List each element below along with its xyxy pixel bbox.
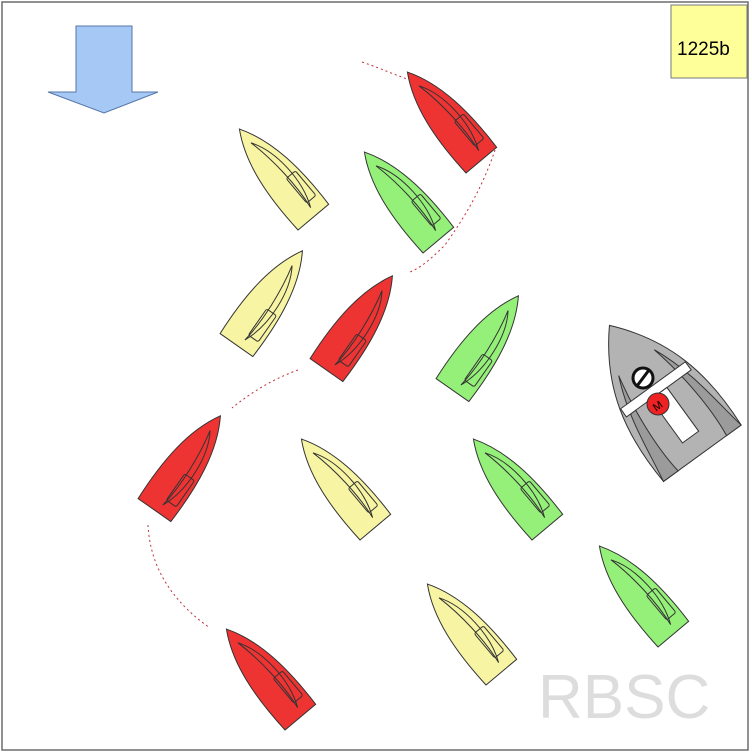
yellow-boat [219,238,320,358]
green-boat [457,425,564,541]
diagram-label: 1225b [670,4,748,79]
green-boat [583,532,690,648]
mark-buoy-icon: M [646,392,670,416]
committee-boat-icon [608,324,742,483]
yellow-boat [285,425,392,541]
yellow-boat [411,570,518,686]
red-boat [391,58,498,174]
wind-arrow-icon [47,25,159,114]
green-boat [435,283,536,403]
watermark: RBSC [538,663,710,732]
red-boat [309,263,410,383]
yellow-boat [223,115,330,231]
no-entry-flag-icon [631,366,655,390]
red-boat [137,403,238,523]
diagram-label-text: 1225b [677,39,730,60]
red-boat [210,615,317,731]
green-boat [348,138,455,254]
